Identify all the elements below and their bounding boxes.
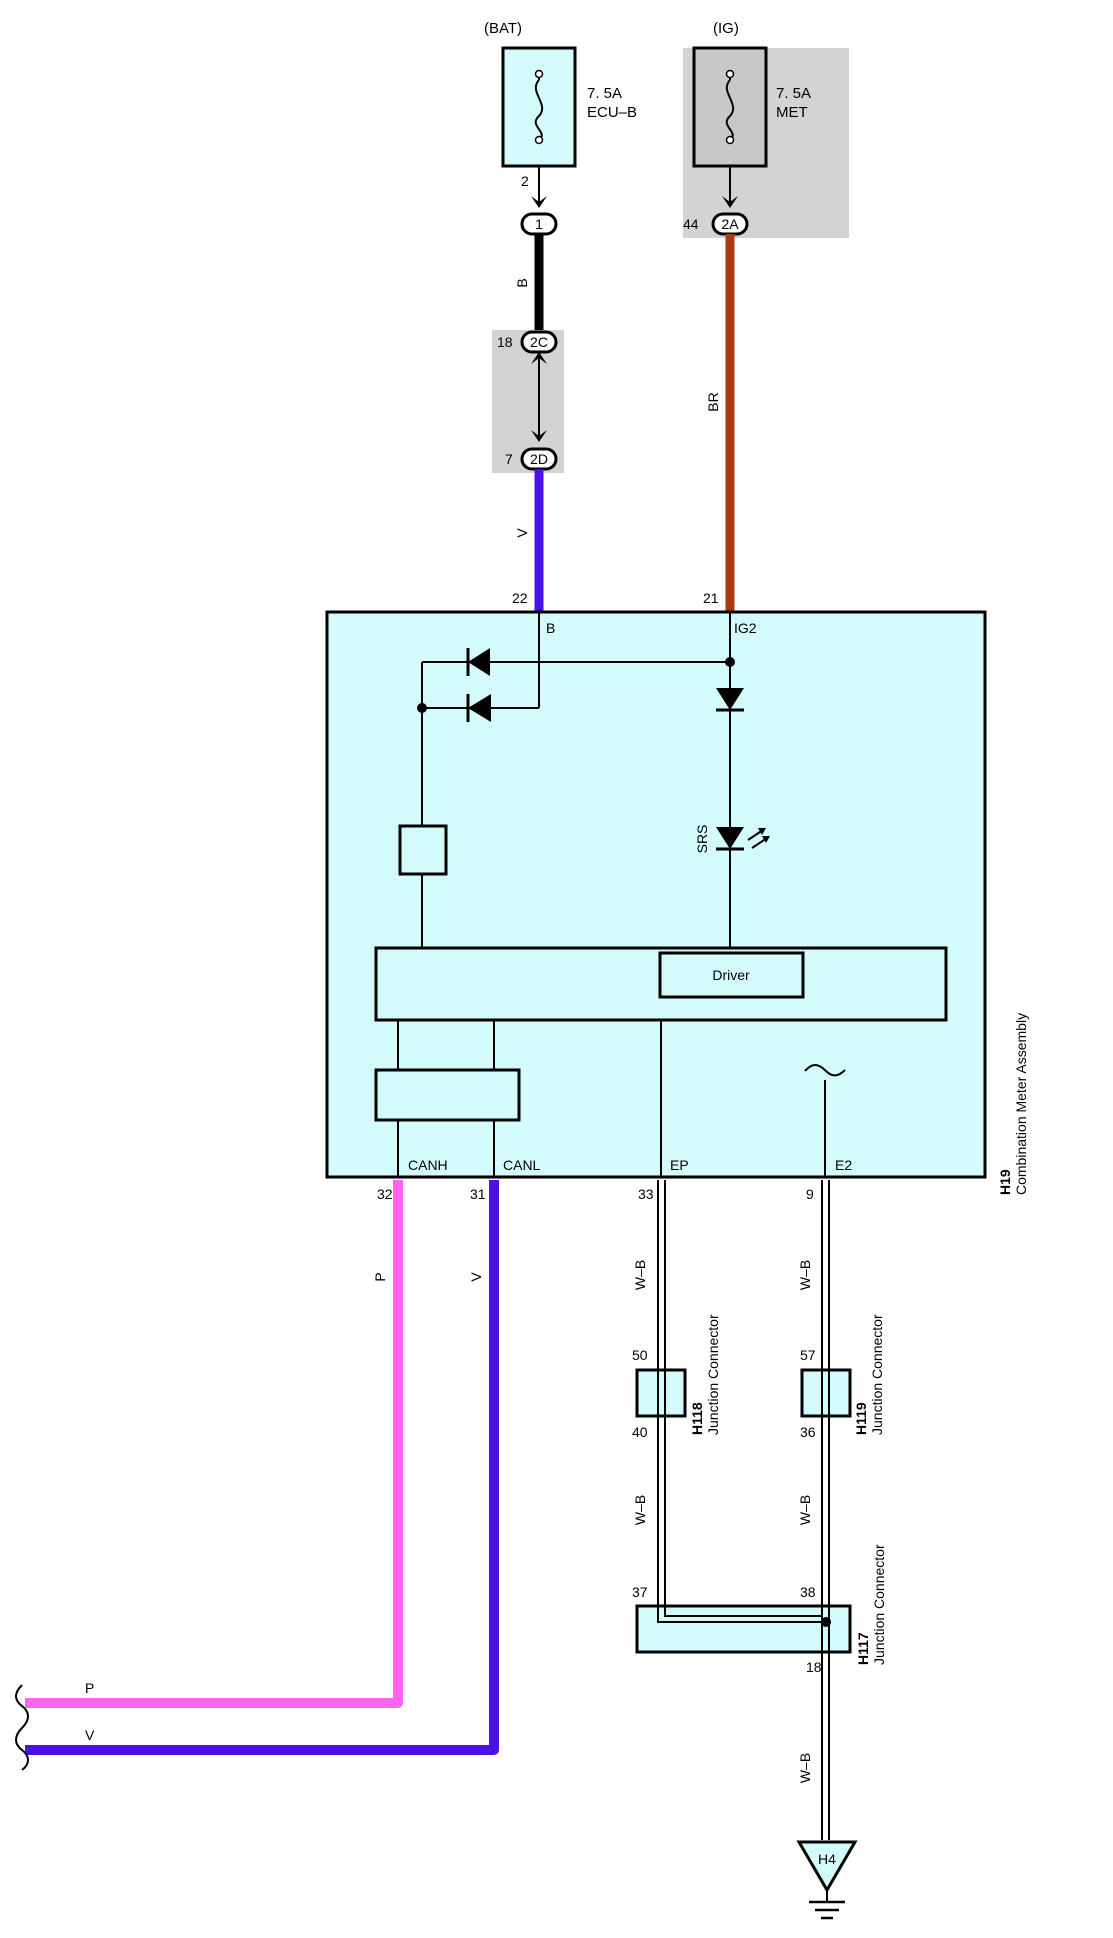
wire-br-label: BR: [705, 392, 721, 411]
wire-b-label: B: [514, 278, 530, 287]
driver-label: Driver: [712, 967, 750, 983]
wire-wb5-label: W–B: [797, 1753, 813, 1783]
svg-text:Junction Connector: Junction Connector: [871, 1544, 887, 1665]
svg-text:2D: 2D: [530, 451, 548, 467]
pin-c2c: 18: [497, 334, 513, 350]
wire-wb3-label: W–B: [632, 1495, 648, 1525]
svg-text:1: 1: [535, 216, 543, 232]
svg-text:H117: H117: [855, 1632, 871, 1665]
wire-v-left-label: V: [85, 1727, 95, 1743]
svg-text:40: 40: [632, 1424, 648, 1440]
meter-pin-canl-label: CANL: [503, 1157, 541, 1173]
pin-meter-canl-num: 31: [470, 1186, 486, 1202]
svg-text:18: 18: [806, 1659, 822, 1675]
svg-text:Junction Connector: Junction Connector: [705, 1314, 721, 1435]
wire-wb4-label: W–B: [797, 1495, 813, 1525]
svg-text:H4: H4: [818, 1851, 836, 1867]
fuse-ig-name: MET: [776, 104, 808, 121]
svg-text:50: 50: [632, 1347, 648, 1363]
ground-h4: H4: [796, 1840, 858, 1920]
pin-meter-e2-num: 9: [806, 1186, 814, 1202]
wire-break-icon: [15, 1684, 29, 1771]
wire-v-can: [25, 1180, 499, 1755]
wire-p-left-label: P: [85, 1680, 94, 1696]
svg-text:38: 38: [800, 1584, 816, 1600]
pin-c2d: 7: [505, 451, 513, 467]
meter-code: H19: [997, 1169, 1013, 1195]
junction-h119: 57 36 H119 Junction Connector: [800, 1314, 885, 1440]
pin-meter-ig2-num: 21: [703, 590, 719, 606]
meter-pin-e2-label: E2: [835, 1157, 852, 1173]
arrow-icon: [531, 430, 547, 442]
svg-text:H118: H118: [689, 1402, 705, 1435]
junction-h118: 50 40 H118 Junction Connector: [632, 1314, 721, 1440]
fuse-bat-rating: 7. 5A: [587, 85, 622, 102]
svg-text:57: 57: [800, 1347, 816, 1363]
meter-pin-ep-label: EP: [670, 1157, 689, 1173]
meter-pin-b-label: B: [546, 620, 555, 636]
svg-text:Junction Connector: Junction Connector: [869, 1314, 885, 1435]
fuse-bat-body: [501, 46, 577, 168]
diode-icon: [466, 694, 491, 722]
diode-icon: [466, 648, 490, 676]
meter-pin-ig2-label: IG2: [734, 620, 757, 636]
meter-name: Combination Meter Assembly: [1013, 1013, 1029, 1195]
fuse-ig-body: [692, 46, 768, 168]
connector-2d: 2D: [520, 447, 558, 471]
wire-v-label: V: [514, 528, 530, 538]
fuse-bat-source: (BAT): [484, 20, 522, 37]
pin-meter-canh-num: 32: [377, 1186, 393, 1202]
svg-text:2C: 2C: [530, 334, 548, 350]
fuse-ecu-b: (BAT) 7. 5A ECU–B: [484, 20, 637, 168]
wire-v2-label: V: [468, 1272, 484, 1282]
fuse-ig-rating: 7. 5A: [776, 85, 811, 102]
connector-2a: 2A: [711, 212, 749, 236]
wire-p: [25, 1180, 403, 1708]
pin-c2a: 44: [683, 216, 699, 232]
wire-wb2-label: W–B: [797, 1260, 813, 1290]
meter-resistor-box: [398, 824, 448, 876]
fuse-icon: [725, 69, 735, 145]
fuse-met: (IG) 7. 5A MET: [683, 20, 849, 238]
svg-text:2A: 2A: [721, 216, 739, 232]
pin-c1: 2: [521, 173, 529, 189]
ground-triangle-icon: [796, 1840, 858, 1893]
fuse-bat-name: ECU–B: [587, 104, 637, 121]
fuse-icon: [534, 69, 544, 145]
pin-meter-ep-num: 33: [638, 1186, 654, 1202]
can-transceiver-box: [374, 1068, 521, 1122]
wire-wb1-label: W–B: [632, 1260, 648, 1290]
svg-text:37: 37: [632, 1584, 648, 1600]
connector-1: 1: [520, 212, 558, 236]
connector-2c: 2C: [520, 330, 558, 354]
driver-box: [658, 951, 805, 999]
arrow-icon: [722, 196, 738, 208]
ac-tilde-icon: [804, 1064, 846, 1077]
srs-label: SRS: [694, 825, 710, 854]
combination-meter: B IG2: [325, 610, 1029, 1195]
svg-text:36: 36: [800, 1424, 816, 1440]
arrow-icon: [531, 196, 547, 208]
wire-p-label: P: [372, 1272, 388, 1281]
pin-meter-b-num: 22: [512, 590, 528, 606]
svg-text:H119: H119: [853, 1402, 869, 1435]
wire-wb-e2: [821, 1180, 830, 1840]
meter-pin-canh-label: CANH: [408, 1157, 448, 1173]
junction-h117: 37 38 18 H117 Junction Connector: [632, 1544, 887, 1675]
fuse-ig-source: (IG): [713, 20, 739, 37]
